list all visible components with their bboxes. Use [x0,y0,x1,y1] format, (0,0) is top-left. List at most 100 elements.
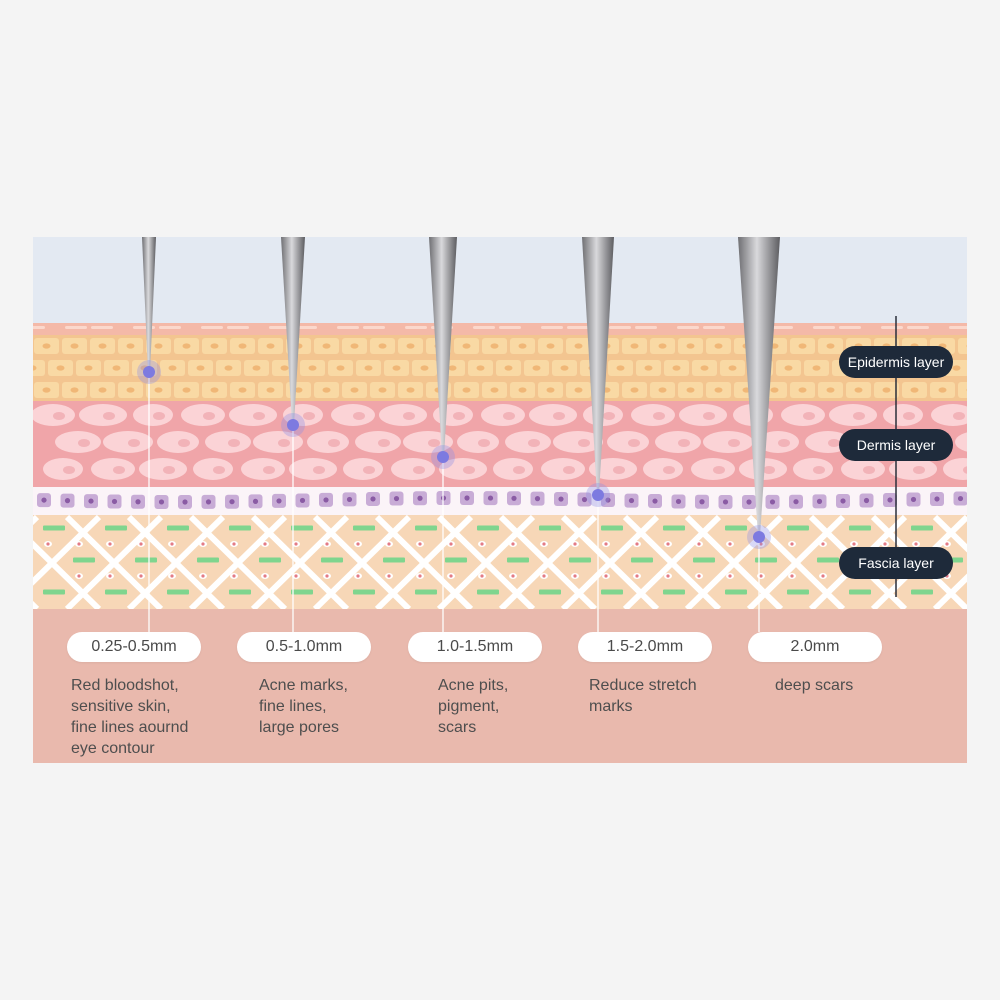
fascia-fiber-dash [849,589,871,595]
epidermis-nucleus [280,365,289,371]
dermis-cell [55,431,101,453]
dermis-cell [931,404,967,426]
fascia-cell-nucleus [418,542,422,546]
dermis-nucleus [778,439,790,447]
epidermis-nucleus [630,343,639,349]
epidermis-nucleus [658,387,667,393]
fascia-fiber-dash [135,557,157,563]
fascia-fiber-dash [445,557,467,563]
fascia-cell-nucleus [573,574,577,578]
dermis-cell [433,404,473,426]
epidermis-nucleus [616,365,625,371]
skin-diagram: Epidermis layer Dermis layer Fascia laye… [33,237,967,763]
surface-streak [567,326,589,329]
needle-1 [142,237,156,372]
dermis-nucleus [163,466,175,474]
fascia-cell-nucleus [759,574,763,578]
dermis-nucleus [903,412,915,420]
fascia-cell-nucleus [511,574,515,578]
epidermis-nucleus [966,388,967,392]
membrane-nucleus [323,497,329,503]
epidermis-nucleus [210,387,219,393]
depth-description-2: Acne marks, fine lines, large pores [259,675,409,738]
epidermis-nucleus [350,343,359,349]
surface-streak [839,326,861,329]
dermis-nucleus [178,439,190,447]
epidermis-nucleus [546,387,555,393]
membrane-nucleus [346,496,353,503]
epidermis-nucleus [154,387,163,393]
dermis-cell [457,431,499,453]
dermis-cell [241,458,285,480]
dermis-cell [229,404,277,426]
description-line: Reduce stretch [589,677,697,694]
epidermis-nucleus [406,387,415,393]
needle-tip-5 [753,531,765,543]
needles [137,237,780,632]
fascia-cell-nucleus [511,542,515,546]
surface-streak [541,326,563,329]
dermis-nucleus [528,439,540,447]
membrane-nucleus [887,497,893,503]
epidermis-nucleus [476,365,485,371]
fascia-cell-nucleus [77,542,81,546]
fascia-cell-nucleus [77,574,81,578]
description-line: Red bloodshot, [71,677,179,694]
epidermis-nucleus [518,343,527,349]
epidermis-nucleus [224,365,233,371]
epidermis-nucleus [364,365,373,371]
dermis-nucleus [353,412,365,420]
surface-streak [813,326,835,329]
epidermis-nucleus [714,343,723,349]
fascia-cell-nucleus [356,542,360,546]
description-line: eye contour [71,740,155,757]
epidermis-nucleus [574,387,583,393]
fascia-cell-nucleus [604,574,608,578]
skin-layers-illustration [33,237,967,763]
fascia-cell-nucleus [108,574,112,578]
dermis-cell [679,404,727,426]
depth-pill-2: 0.5-1.0mm [237,632,371,662]
epidermis-nucleus [196,365,205,371]
dermis-nucleus [678,439,690,447]
membrane-nucleus [793,499,799,505]
needle-tip-2 [287,419,299,431]
fascia-fiber-dash [755,557,777,563]
fascia-fiber-dash [353,589,375,595]
dermis-cell [955,432,967,452]
fascia-cell-nucleus [790,574,794,578]
epidermis-nucleus [308,365,317,371]
membrane-nucleus [957,495,964,502]
dermis-nucleus [453,412,465,420]
surface-streak [499,326,521,329]
fascia-fiber-dash [601,525,623,531]
description-line: large pores [259,719,340,736]
epidermis-nucleus [98,387,107,393]
membrane-nucleus [464,495,470,501]
epidermis-cell [33,360,45,376]
dermis-nucleus [653,412,665,420]
fascia-cell-nucleus [573,542,577,546]
fascia-fiber-dash [383,557,405,563]
dermis-cell [631,404,675,426]
dermis-nucleus [503,412,515,420]
epidermis-nucleus [406,343,415,349]
epidermis-nucleus [336,365,345,371]
dermis-nucleus [303,412,315,420]
dermis-cell [289,458,337,480]
basement-membrane-cells [37,491,967,509]
membrane-nucleus [252,498,259,504]
epidermis-nucleus [154,343,163,349]
epidermis-nucleus [322,387,331,393]
membrane-nucleus [299,497,306,504]
dermis-cell [307,431,349,453]
surface-streak [635,326,657,329]
epidermis-nucleus [700,365,709,371]
surface-streak [33,326,45,329]
dermis-nucleus [663,466,675,474]
dermis-nucleus [363,466,375,474]
description-line: sensitive skin, [71,698,171,715]
epidermis-nucleus [798,343,807,349]
membrane-nucleus [699,499,705,505]
membrane-nucleus [205,499,212,505]
